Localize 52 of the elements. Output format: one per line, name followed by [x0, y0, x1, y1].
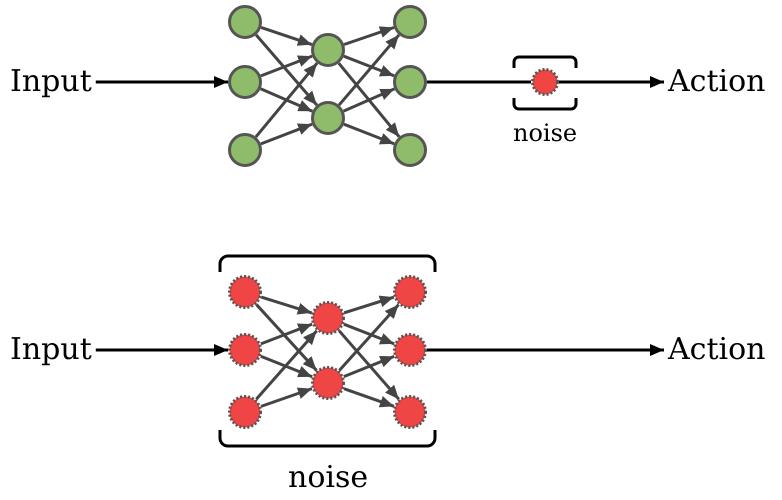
arrow [344, 387, 394, 408]
arrow [338, 34, 400, 106]
neuron-circle [228, 395, 262, 429]
neuron-circle [393, 133, 427, 167]
arrow [343, 54, 395, 78]
text-label: Input [10, 332, 92, 368]
neuron-circle [393, 395, 427, 429]
arrow [96, 344, 228, 356]
neuron-circle [311, 101, 345, 135]
noise-label: noise [288, 460, 368, 496]
arrow [260, 87, 313, 113]
neuron-circle [311, 366, 345, 400]
noise-label: noise [513, 118, 578, 149]
neuron-circle [228, 275, 262, 309]
arrow [260, 122, 313, 146]
arrow [338, 330, 400, 400]
neuron-circle [393, 5, 427, 39]
connector-line [427, 80, 531, 84]
arrow [344, 26, 394, 46]
neuron-circle [393, 65, 427, 99]
neuron-circle [393, 333, 427, 367]
arrow [338, 304, 400, 372]
text-label: Input [10, 64, 92, 100]
arrow [559, 76, 664, 88]
arrow [260, 322, 313, 346]
arrow [427, 344, 664, 356]
arrow [260, 54, 313, 78]
arrow [342, 87, 396, 113]
arrow [260, 354, 313, 378]
arrow [255, 304, 318, 372]
text-label: Action [668, 64, 766, 100]
neuron-circle [311, 301, 345, 335]
arrow [343, 354, 395, 378]
neuron-circle [311, 33, 345, 67]
arrow [254, 62, 318, 138]
arrow [254, 34, 318, 106]
arrow [338, 62, 400, 138]
arrow [260, 296, 312, 314]
arrow [96, 76, 228, 88]
arrow [260, 26, 312, 46]
neuron-circle [228, 133, 262, 167]
neuron-circle [531, 68, 559, 96]
arrow [255, 330, 318, 400]
text-label: Action [668, 332, 766, 368]
arrow [343, 122, 395, 146]
neuron-circle [228, 65, 262, 99]
neuron-circle [228, 5, 262, 39]
arrow [344, 296, 394, 314]
arrow [343, 322, 395, 346]
arrow [260, 387, 312, 408]
neuron-circle [393, 275, 427, 309]
neuron-circle [228, 333, 262, 367]
